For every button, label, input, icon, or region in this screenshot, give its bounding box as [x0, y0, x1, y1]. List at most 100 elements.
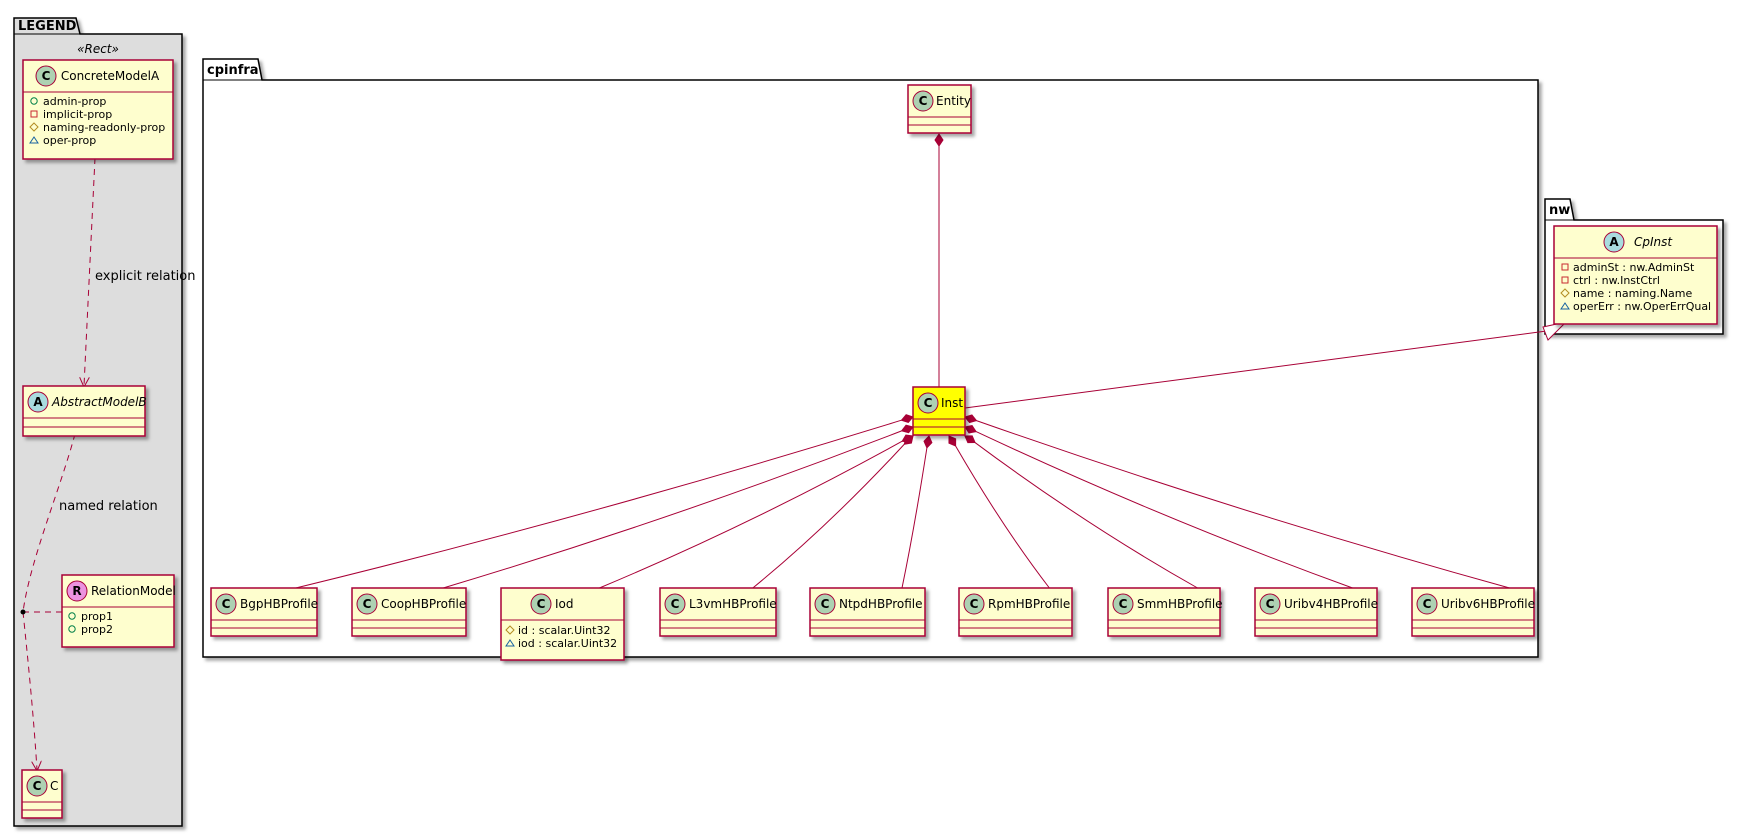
attr-naming-readonly-prop: naming-readonly-prop [43, 121, 165, 134]
class-name: AbstractModelB [51, 395, 147, 409]
composition-diamond [923, 435, 933, 449]
abstract-badge-icon [27, 391, 49, 413]
attr-ctrl: ctrl : nw.InstCtrl [1573, 274, 1660, 287]
class-badge-letter: C [1423, 597, 1432, 611]
package-visibility-icon [505, 639, 515, 647]
class-badge-icon [1416, 593, 1438, 615]
child-class[interactable]: C SmmHBProfile [1107, 587, 1223, 637]
class-badge-letter: C [919, 94, 928, 108]
private-visibility-icon [1561, 263, 1569, 271]
child-class[interactable]: C NtpdHBProfile [809, 587, 926, 637]
child-class[interactable]: C CoopHBProfile [351, 587, 467, 637]
public-visibility-icon [68, 612, 76, 620]
child-class[interactable]: C RpmHBProfile [958, 587, 1073, 637]
class-badge-letter: C [1119, 597, 1128, 611]
class-name: ConcreteModelA [61, 69, 160, 83]
class-name: Uribv4HBProfile [1284, 597, 1378, 611]
abstract-badge-letter: A [1609, 235, 1619, 249]
legend-stereotype: «Rect» [77, 42, 119, 56]
class-name: NtpdHBProfile [839, 597, 922, 611]
class-badge-letter: C [537, 597, 546, 611]
c-class[interactable]: C C [21, 769, 63, 819]
cpinfra-package-title: cpinfra [207, 63, 259, 78]
class-badge-icon [664, 593, 686, 615]
child-class[interactable]: C Iod id : scalar.Uint32 iod : scalar.Ui… [500, 587, 625, 661]
class-badge-icon [963, 593, 985, 615]
class-name: Iod [555, 597, 574, 611]
attr-iod: iod : scalar.Uint32 [518, 637, 617, 650]
package-visibility-icon [29, 136, 39, 144]
class-badge-letter: C [1266, 597, 1275, 611]
attr-id: id : scalar.Uint32 [518, 624, 610, 637]
class-badge-letter: C [42, 69, 51, 83]
class-badge-letter: C [33, 779, 42, 793]
class-badge-icon [814, 593, 836, 615]
class-name: Entity [936, 94, 971, 108]
class-badge-icon [912, 90, 934, 112]
cpinfra-package: cpinfra [202, 58, 1539, 658]
class-badge-letter: C [924, 396, 933, 410]
abstract-badge-icon [1603, 231, 1625, 253]
attr-prop1: prop1 [81, 610, 113, 623]
composition-edge [901, 447, 928, 589]
abstract-badge-letter: A [33, 395, 43, 409]
nw-package-title: nw [1549, 203, 1570, 218]
class-badge-letter: C [671, 597, 680, 611]
attr-name: name : naming.Name [1573, 287, 1693, 300]
class-badge-icon [530, 593, 552, 615]
protected-visibility-icon [505, 625, 515, 635]
relation-junction-dot [20, 609, 26, 615]
named-relation-edge-upper [22, 433, 76, 613]
explicit-relation-label: explicit relation [95, 269, 195, 284]
relation-badge-icon [66, 580, 88, 602]
child-class[interactable]: C BgpHBProfile [210, 587, 318, 637]
class-name: CpInst [1634, 235, 1673, 249]
attr-adminSt: adminSt : nw.AdminSt [1573, 261, 1695, 274]
attr-operErr: operErr : nw.OperErrQual [1573, 300, 1711, 313]
composition-diamond [900, 414, 914, 424]
class-name: RpmHBProfile [988, 597, 1070, 611]
composition-diamond [903, 435, 914, 445]
class-name: SmmHBProfile [1137, 597, 1223, 611]
class-badge-icon [26, 775, 48, 797]
entity-class[interactable]: C Entity [907, 84, 972, 134]
private-visibility-icon [1561, 276, 1569, 284]
cpinst-class[interactable]: A CpInst adminSt : nw.AdminSt ctrl : nw.… [1553, 225, 1718, 325]
composition-diamond [934, 133, 944, 147]
child-class[interactable]: C Uribv6HBProfile [1411, 587, 1535, 637]
public-visibility-icon [30, 97, 38, 105]
named-relation-edge-lower [22, 611, 37, 770]
composition-edge [976, 420, 1510, 589]
class-name: C [50, 779, 58, 793]
public-visibility-icon [68, 625, 76, 633]
composition-edge [955, 445, 1050, 589]
child-class[interactable]: C L3vmHBProfile [659, 587, 777, 637]
class-badge-letter: C [222, 597, 231, 611]
class-badge-icon [1259, 593, 1281, 615]
class-badge-letter: C [363, 597, 372, 611]
legend-package-title: LEGEND [18, 19, 77, 34]
composition-diamond [900, 424, 914, 434]
class-badge-icon [35, 65, 57, 87]
explicit-relation-edge [84, 157, 96, 386]
private-visibility-icon [30, 110, 38, 118]
class-badge-icon [215, 593, 237, 615]
package-visibility-icon [1560, 302, 1570, 310]
concrete-model-class[interactable]: C ConcreteModelA admin-prop implicit-pro… [22, 59, 174, 160]
class-badge-letter: C [821, 597, 830, 611]
composition-edge [975, 431, 1353, 589]
abstract-model-class[interactable]: A AbstractModelB [22, 385, 147, 437]
relation-badge-letter: R [72, 584, 81, 598]
relation-model-class[interactable]: R RelationModel prop1 prop2 [61, 574, 176, 648]
class-badge-icon [1112, 593, 1134, 615]
inst-cpinst-generalization [964, 321, 1568, 409]
inst-class[interactable]: C Inst [912, 386, 966, 436]
cpinfra-child-classes: C BgpHBProfile C CoopHBProfile C Iod id … [210, 587, 1535, 661]
composition-edge [295, 419, 902, 589]
class-name: CoopHBProfile [381, 597, 466, 611]
child-class[interactable]: C Uribv4HBProfile [1254, 587, 1378, 637]
named-relation-label: named relation [59, 499, 158, 514]
class-name: RelationModel [91, 584, 176, 598]
protected-visibility-icon [29, 122, 39, 132]
attr-implicit-prop: implicit-prop [43, 108, 112, 121]
